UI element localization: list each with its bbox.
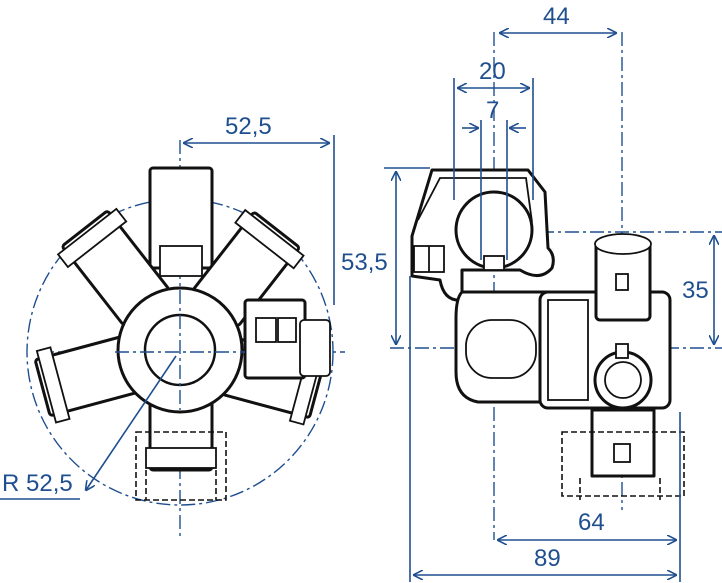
right-bottom-outlet (561, 408, 685, 500)
upper-left-arm (56, 207, 170, 326)
dim-left-height-label: 53,5 (341, 249, 388, 276)
radius-label: R 52,5 (2, 470, 73, 497)
valve-block (538, 233, 672, 410)
dim-64-label: 64 (578, 509, 605, 536)
clamp-body (410, 168, 555, 302)
left-view: 52,5 53,5 R 52,5 (0, 113, 388, 538)
right-side-valve (243, 298, 331, 380)
dim-20-label: 20 (479, 58, 506, 85)
dim-35-label: 35 (682, 277, 709, 304)
top-inlet (148, 166, 214, 277)
dim-7-label: 7 (486, 97, 499, 124)
dim-89-label: 89 (534, 545, 561, 572)
radius-leader-line (86, 355, 177, 490)
right-view: 44 20 7 35 64 89 (384, 3, 722, 582)
upper-right-arm (192, 208, 305, 327)
lower-body (454, 290, 554, 404)
dim-left-width-label: 52,5 (225, 113, 272, 140)
dim-44-label: 44 (543, 3, 570, 30)
